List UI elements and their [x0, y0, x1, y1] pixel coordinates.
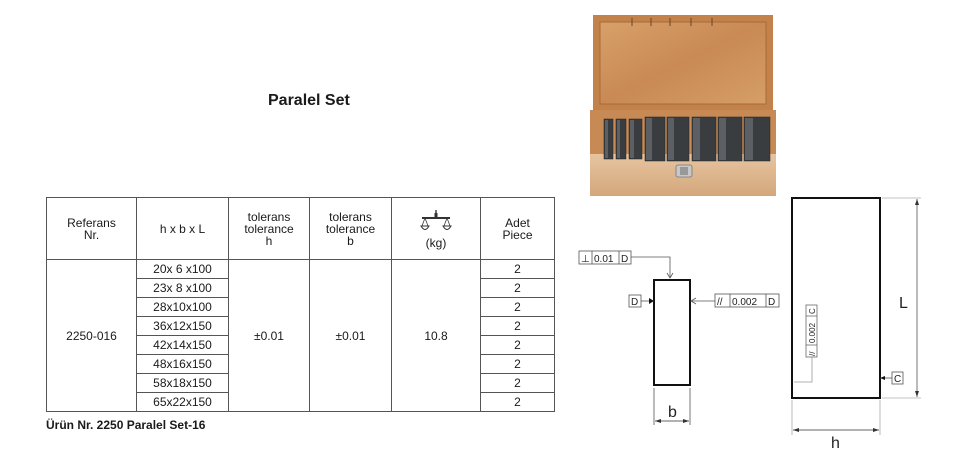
qty-cell: 2: [480, 373, 555, 393]
qty-cell: 2: [480, 335, 555, 355]
datum-d-label: D: [631, 297, 638, 308]
dims-cell: 20x 6 x100: [136, 259, 229, 279]
table-row: 48x16x150 2: [47, 354, 555, 374]
side-parallelism-datum: C: [808, 308, 817, 314]
qty-cell: 2: [480, 316, 555, 336]
table-row: 58x18x150 2: [47, 373, 555, 393]
dimension-b-label: b: [668, 404, 677, 421]
qty-cell: 2: [480, 354, 555, 374]
dims-cell: 58x18x150: [136, 373, 229, 393]
balance-scale-icon: [420, 209, 452, 230]
qty-cell: 2: [480, 278, 555, 298]
table-row: 23x 8 x100 2: [47, 278, 555, 298]
parallelism-symbol: //: [717, 297, 723, 308]
dims-cell: 36x12x150: [136, 316, 229, 336]
dims-cell: 48x16x150: [136, 354, 229, 374]
perpendicularity-symbol: ⊥: [581, 254, 590, 265]
side-view-drawing: // 0.002 C C L h: [791, 197, 921, 450]
tolerance-h-cell: ±0.01: [228, 259, 310, 412]
header-dimensions: h x b x L: [136, 197, 229, 260]
parallelism-datum: D: [768, 297, 775, 308]
weight-cell: 10.8: [391, 259, 481, 412]
table-row: 36x12x150 2: [47, 316, 555, 336]
dims-cell: 23x 8 x100: [136, 278, 229, 298]
dimension-h-label: h: [831, 435, 840, 450]
perpendicularity-datum: D: [621, 254, 628, 265]
dims-cell: 42x14x150: [136, 335, 229, 355]
product-photo: [590, 15, 776, 196]
dims-cell: 28x10x100: [136, 297, 229, 317]
side-parallelism-symbol: //: [808, 351, 817, 356]
dimension-l-label: L: [899, 295, 908, 312]
header-weight: (kg): [391, 197, 481, 260]
tolerance-b-cell: ±0.01: [309, 259, 392, 412]
parallelism-value: 0.002: [732, 297, 757, 308]
cross-section-drawing: ⊥ 0.01 D D // 0.002 D b: [578, 250, 780, 425]
table-row: 2250-016 20x 6 x100 ±0.01 ±0.01 10.8 2: [46, 259, 555, 412]
table-row: 65x22x150 2: [47, 392, 555, 412]
table-row: 42x14x150 2: [47, 335, 555, 355]
qty-cell: 2: [480, 259, 555, 279]
qty-cell: 2: [480, 392, 555, 412]
page-title: Paralel Set: [268, 92, 350, 109]
product-caption: Ürün Nr. 2250 Paralel Set-16: [46, 418, 206, 432]
side-parallelism-value: 0.002: [808, 322, 817, 343]
perpendicularity-value: 0.01: [594, 254, 614, 265]
reference-cell: 2250-016: [46, 259, 137, 412]
qty-cell: 2: [480, 297, 555, 317]
datum-c-label: C: [894, 374, 901, 385]
dims-cell: 65x22x150: [136, 392, 229, 412]
